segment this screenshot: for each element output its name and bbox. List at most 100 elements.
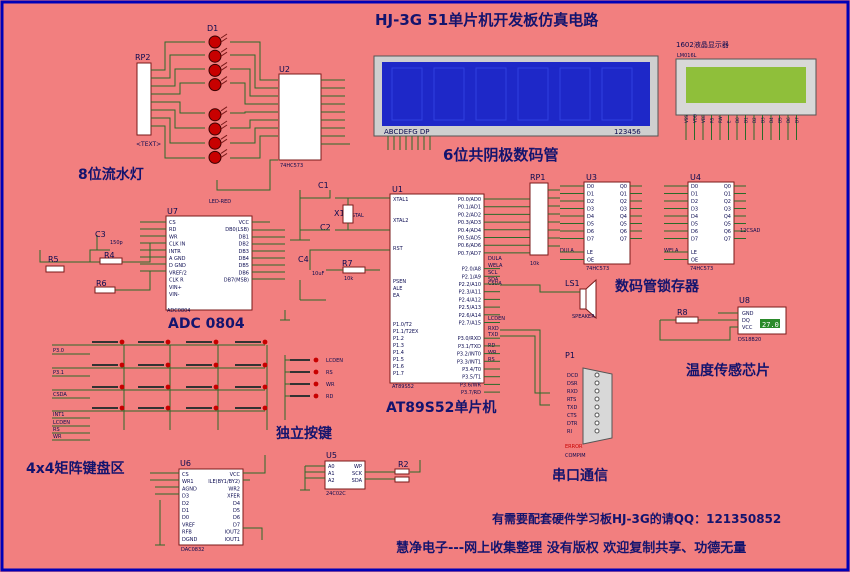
matrix-key-led <box>213 362 219 368</box>
latch-pin-left: D5 <box>587 222 594 228</box>
lcd-pin-label: D4 <box>769 117 774 123</box>
u6-body <box>178 468 244 546</box>
u5-pin-left: A2 <box>328 478 335 484</box>
seg-digit-1 <box>391 67 423 121</box>
matrix-net-label: LCDEN <box>53 420 70 426</box>
crystal-section: C1 C2 X1 CRYSTAL C4 10uF R7 10k <box>298 181 366 282</box>
u5-eeprom-chip[interactable]: U5 24C02C <box>324 451 366 497</box>
p1-pin-dot <box>594 380 600 386</box>
ind-key-led <box>313 369 319 375</box>
matrix-key-led <box>119 405 125 411</box>
lcd-part: LM016L <box>677 53 697 59</box>
p1-pin-label: DSR <box>567 381 578 387</box>
u6-pin-left: CS <box>182 472 189 478</box>
u5-part: 24C02C <box>326 491 346 497</box>
u1-pin-right: P2.0/A8 <box>462 267 481 273</box>
latch-pin-right: Q1 <box>620 192 627 198</box>
u7-pin-left: VIN+ <box>169 285 182 291</box>
mcu-net-label: WELA <box>488 263 503 269</box>
u6-dac-chip[interactable]: U6 DAC0832 <box>178 459 244 553</box>
c3-ref: C3 <box>95 230 106 239</box>
lcd-pin-label: D5 <box>778 117 783 123</box>
u1-body <box>389 193 485 384</box>
u7-part: ADC0804 <box>167 308 191 314</box>
r4-body <box>99 257 123 265</box>
latch-pin-right: Q2 <box>724 199 731 205</box>
u7-adc-chip[interactable]: U7 ADC0804 <box>165 207 253 314</box>
u1-pin-left: EA <box>393 293 400 299</box>
u7-pin-right: DB4 <box>239 256 249 262</box>
u4-part: 74HC573 <box>690 266 713 272</box>
seg-grid <box>391 67 633 121</box>
u4-net-label: 12CSAD <box>740 228 761 234</box>
led-8 <box>208 150 222 164</box>
label-adc: ADC 0804 <box>168 316 245 332</box>
matrix-key-led <box>119 362 125 368</box>
u1-pin-right: P0.5/AD5 <box>458 236 481 242</box>
seg-digit-2 <box>433 67 465 121</box>
latch-pin-left: D3 <box>587 207 594 213</box>
u4-latch-chip[interactable]: U4 74HC573 <box>687 173 735 272</box>
led-7 <box>208 136 222 150</box>
led-5 <box>208 108 222 122</box>
u3-latch-chip[interactable]: U3 74HC573 <box>583 173 631 272</box>
matrix-key-led <box>119 339 125 345</box>
u5-pin-right: SDA <box>352 478 363 484</box>
u1-pin-right: P3.4/T0 <box>462 367 481 373</box>
r5-ref: R5 <box>48 255 59 264</box>
u1-pin-right: P3.3/INT1 <box>457 359 481 365</box>
latch-pin-left: D6 <box>587 229 594 235</box>
c1-ref: C1 <box>318 181 329 190</box>
u5-body <box>324 460 366 490</box>
latch-pin-left: D0 <box>691 184 698 190</box>
u2-part: 74HC573 <box>280 163 303 169</box>
seg-digit-6 <box>601 67 633 121</box>
mcu-net-label: DULA <box>488 256 502 262</box>
latch-pin-left: D4 <box>691 214 698 220</box>
rp2-text-tag: <TEXT> <box>136 141 161 148</box>
label-seg: 6位共阴极数码管 <box>443 146 558 164</box>
label-mcu: AT89S52单片机 <box>386 399 496 416</box>
label-matrix: 4x4矩阵键盘区 <box>26 460 125 477</box>
lcd-pin-label: VEE <box>701 115 706 123</box>
lcd-pin-label: RS <box>710 117 715 123</box>
u2-latch-chip[interactable]: U2 74HC573 <box>278 65 322 169</box>
matrix-net-label: CSDA <box>53 392 67 398</box>
latch-pin-right: Q3 <box>620 207 627 213</box>
lcd-1602[interactable]: 1602液晶显示器 LM016L <box>675 40 817 116</box>
u1-pin-right: P0.2/AD2 <box>458 212 481 218</box>
mcu-net-label: SCL <box>488 270 498 276</box>
u1-pin-left: XTAL2 <box>393 218 408 224</box>
label-leds: 8位流水灯 <box>78 166 144 183</box>
lcd-caption: 1602液晶显示器 <box>676 40 729 49</box>
rp1-resistor-pack[interactable]: RP1 10k <box>529 173 549 267</box>
p1-pin-label: RI <box>567 429 572 435</box>
u8-temp-sensor[interactable]: U8 27.0 DS18B20 <box>737 296 787 343</box>
u1-pin-right: P2.4/A12 <box>459 297 481 303</box>
u1-pin-right: P0.0/AD0 <box>458 197 481 203</box>
u5-ref: U5 <box>326 451 337 460</box>
rp2-resistor-pack[interactable]: RP2 <TEXT> <box>135 53 161 148</box>
u6-pin-right: IOUT2 <box>225 530 240 536</box>
latch-pin-left: D1 <box>587 192 594 198</box>
rp1-value: 10k <box>530 261 539 267</box>
u7-pin-left: D GND <box>169 263 186 269</box>
led-5-rays <box>220 106 228 116</box>
u1-pin-right: P3.5/T1 <box>462 375 481 381</box>
seg-pin-labels-right: 123456 <box>614 128 641 136</box>
u1-pin-left: P1.4 <box>393 350 404 356</box>
u8-ref: U8 <box>739 296 750 305</box>
u8-pin-label: VCC <box>742 325 753 331</box>
u7-pin-right: DB7(MSB) <box>224 278 249 284</box>
u1-pin-left: PSEN <box>393 279 406 285</box>
latch-pin-right: Q6 <box>724 229 731 235</box>
seven-seg-display: ABCDEFG DP 123456 <box>373 55 659 137</box>
speaker-ls1[interactable]: LS1 SPEAKER <box>565 278 597 320</box>
u7-pin-right: DB2 <box>239 242 249 248</box>
u1-mcu-chip[interactable]: U1 AT89S52 <box>389 185 485 390</box>
r6-ref: R6 <box>96 279 107 288</box>
latch-pin-right: Q4 <box>724 214 731 220</box>
led-part-label: LED-RED <box>209 199 231 205</box>
